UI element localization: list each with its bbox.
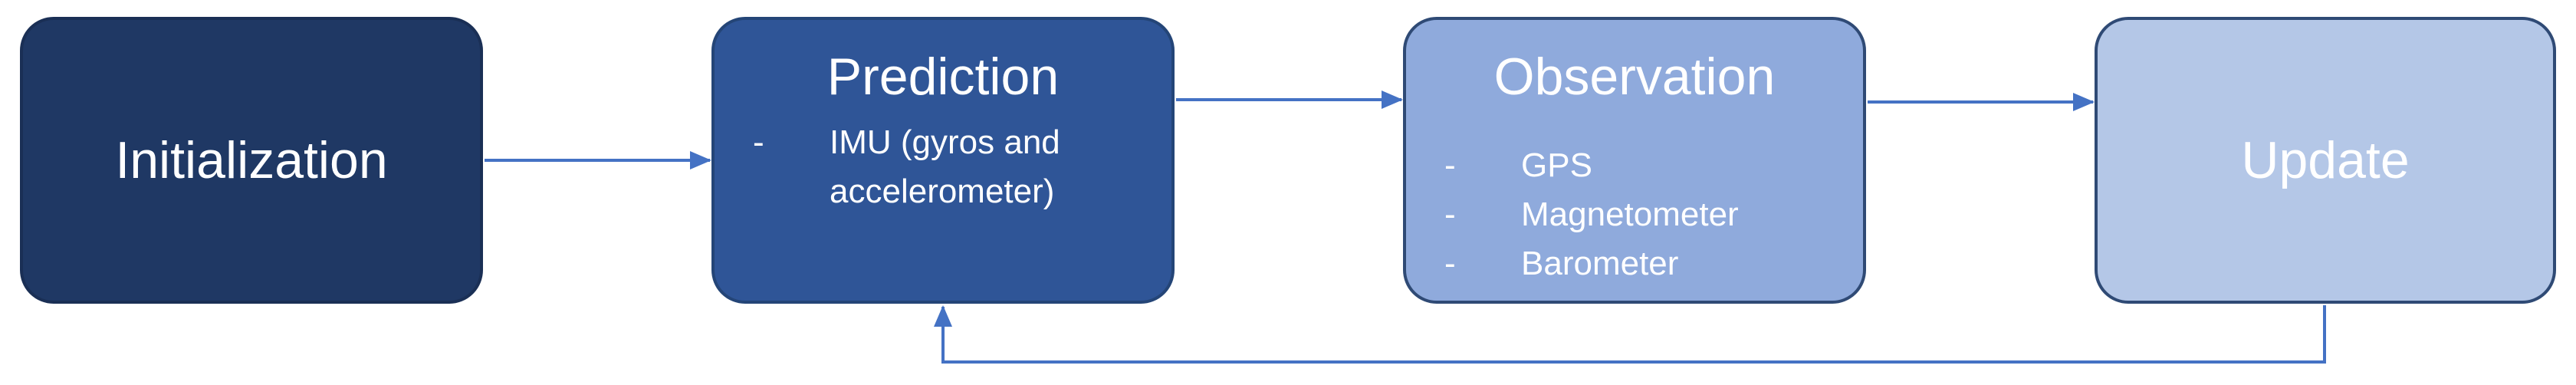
bullet-dash: - — [1444, 196, 1456, 233]
bullet-dash: - — [753, 123, 764, 161]
bullet-dash: - — [1444, 146, 1456, 184]
observation-bullet: - Barometer — [1406, 239, 1863, 288]
bullet-dash: - — [1444, 245, 1456, 282]
prediction-bullet-list: - IMU (gyros and accelerometer) — [715, 118, 1171, 216]
observation-bullet: - GPS — [1406, 141, 1863, 190]
prediction-title: Prediction — [826, 48, 1060, 106]
node-update: Update — [2095, 17, 2556, 304]
observation-bullet-gps: GPS — [1521, 146, 1592, 184]
prediction-bullet: - IMU (gyros and — [715, 118, 1171, 167]
observation-bullet-barometer: Barometer — [1521, 245, 1679, 282]
node-prediction: Prediction - IMU (gyros and acceleromete… — [711, 17, 1175, 304]
observation-bullet-list: - GPS - Magnetometer - Barometer — [1406, 141, 1863, 288]
initialization-title: Initialization — [115, 131, 388, 189]
observation-bullet: - Magnetometer — [1406, 190, 1863, 239]
prediction-bullet-continuation: accelerometer) — [715, 167, 1171, 216]
observation-bullet-magnetometer: Magnetometer — [1521, 196, 1739, 233]
node-initialization: Initialization — [20, 17, 483, 304]
prediction-bullet-line-1: IMU (gyros and — [830, 123, 1060, 161]
prediction-bullet-line-2: accelerometer) — [830, 173, 1055, 210]
update-title: Update — [2241, 131, 2410, 189]
observation-title: Observation — [1493, 48, 1776, 106]
node-observation: Observation - GPS - Magnetometer - Barom… — [1403, 17, 1866, 304]
arrow-update-to-prediction-feedback — [934, 305, 2326, 364]
